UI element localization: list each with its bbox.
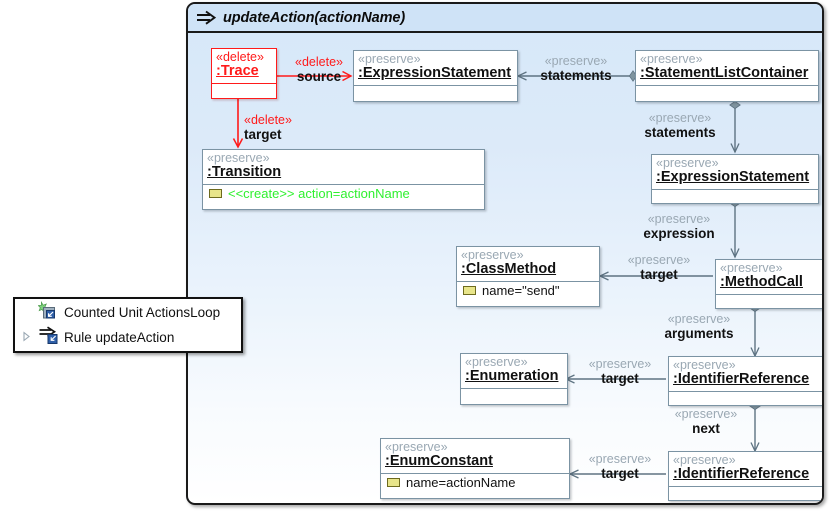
edge-name: arguments — [664, 325, 734, 341]
attribute-label: name="send" — [482, 282, 560, 298]
rule-panel: updateAction(actionName) — [186, 2, 824, 505]
node-attributes-compartment — [716, 293, 822, 311]
edge-stereotype: «preserve» — [627, 253, 691, 267]
node-attributes-compartment — [669, 485, 822, 503]
node-attributes-compartment: <<create>> action=actionName — [203, 183, 484, 202]
edge-label-identifier-target-1: «preserve» target — [572, 358, 668, 385]
attribute-label: <<create>> action=actionName — [228, 185, 410, 201]
edge-stereotype: «preserve» — [648, 111, 712, 125]
popup-item-rule[interactable]: Rule updateAction — [19, 325, 237, 350]
node-instance-name: :Transition — [207, 164, 282, 181]
node-stereotype: «preserve» — [656, 156, 719, 170]
node-attributes-compartment — [669, 390, 822, 408]
attribute-icon — [387, 477, 400, 487]
edge-name: statements — [644, 124, 716, 140]
edge-name: target — [601, 370, 639, 386]
edge-stereotype: «preserve» — [544, 54, 608, 68]
chevron-right-icon[interactable] — [21, 329, 34, 347]
node-enumeration[interactable]: «preserve» :Enumeration — [460, 353, 568, 405]
node-instance-name: :EnumConstant — [385, 453, 493, 470]
node-instance-name: :StatementListContainer — [640, 65, 809, 82]
edge-name: target — [601, 465, 639, 481]
edge-label-arguments: «preserve» arguments — [649, 313, 749, 340]
tree-popup[interactable]: Counted Unit ActionsLoop Rule updateActi… — [13, 297, 243, 353]
edge-name: next — [692, 420, 720, 436]
rule-panel-header: updateAction(actionName) — [188, 4, 822, 33]
node-instance-name: :ExpressionStatement — [358, 65, 512, 82]
attribute-label: name=actionName — [406, 474, 516, 490]
edge-name: target — [640, 266, 678, 282]
node-stereotype: «preserve» — [640, 52, 703, 66]
edge-label-method-call-target: «preserve» target — [609, 254, 709, 281]
node-stereotype: «preserve» — [720, 261, 783, 275]
edge-stereotype: «preserve» — [667, 312, 731, 326]
node-instance-name: :IdentifierReference — [673, 371, 810, 388]
double-arrow-icon — [195, 9, 217, 27]
edge-label-statements-2: «preserve» statements — [632, 112, 728, 139]
node-stereotype: «preserve» — [207, 151, 270, 165]
edge-name: expression — [643, 225, 715, 241]
edge-label-trace-target: «delete» target — [244, 114, 324, 141]
node-attributes-compartment — [461, 387, 567, 405]
node-attributes-compartment — [212, 82, 276, 100]
node-attributes-compartment: name="send" — [457, 280, 599, 299]
node-stereotype: «preserve» — [673, 358, 736, 372]
node-class-method[interactable]: «preserve» :ClassMethod name="send" — [456, 246, 600, 307]
node-expression-statement-2[interactable]: «preserve» :ExpressionStatement — [651, 154, 819, 204]
node-transition[interactable]: «preserve» :Transition <<create>> action… — [202, 149, 485, 210]
edge-name: source — [296, 68, 342, 84]
edge-stereotype: «delete» — [244, 113, 292, 127]
node-stereotype: «delete» — [216, 50, 264, 64]
node-instance-name: :IdentifierReference — [673, 466, 810, 483]
edge-label-expression: «preserve» expression — [631, 213, 727, 240]
node-attributes-compartment — [636, 84, 818, 102]
edge-stereotype: «preserve» — [588, 357, 652, 371]
edge-label-next: «preserve» next — [658, 408, 754, 435]
edge-label-trace-source: «delete» source — [284, 56, 354, 83]
node-attributes-compartment — [354, 84, 517, 102]
node-instance-name: :Enumeration — [465, 368, 559, 385]
node-trace[interactable]: «delete» :Trace — [211, 48, 277, 99]
node-instance-name: :MethodCall — [720, 274, 803, 291]
page-title: updateAction(actionName) — [223, 9, 406, 26]
node-instance-name: :Trace — [216, 63, 259, 80]
node-expression-statement-1[interactable]: «preserve» :ExpressionStatement — [353, 50, 518, 102]
node-instance-name: :ClassMethod — [461, 261, 557, 278]
popup-item-label: Rule updateAction — [64, 330, 175, 345]
edge-stereotype: «preserve» — [588, 452, 652, 466]
node-stereotype: «preserve» — [461, 248, 524, 262]
node-enum-constant[interactable]: «preserve» :EnumConstant name=actionName — [380, 438, 570, 499]
counted-unit-icon — [37, 300, 60, 325]
node-instance-name: :ExpressionStatement — [656, 169, 810, 186]
node-attributes-compartment: name=actionName — [381, 472, 569, 491]
node-identifier-reference-1[interactable]: «preserve» :IdentifierReference — [668, 356, 822, 408]
popup-item-label: Counted Unit ActionsLoop — [64, 305, 221, 320]
node-attributes-compartment — [652, 188, 818, 206]
node-stereotype: «preserve» — [673, 453, 736, 467]
edge-label-statements-1: «preserve» statements — [521, 55, 631, 82]
attribute-icon — [463, 285, 476, 295]
edge-stereotype: «preserve» — [674, 407, 738, 421]
popup-item-counted-unit[interactable]: Counted Unit ActionsLoop — [19, 300, 237, 325]
node-stereotype: «preserve» — [385, 440, 448, 454]
node-stereotype: «preserve» — [358, 52, 421, 66]
node-stereotype: «preserve» — [465, 355, 528, 369]
rule-icon — [38, 325, 60, 350]
edge-name: target — [244, 126, 282, 142]
edge-name: statements — [540, 67, 612, 83]
edge-label-identifier-target-2: «preserve» target — [572, 453, 668, 480]
node-identifier-reference-2[interactable]: «preserve» :IdentifierReference — [668, 451, 822, 503]
edge-stereotype: «preserve» — [647, 212, 711, 226]
edge-stereotype: «delete» — [295, 55, 343, 69]
attribute-icon — [209, 188, 222, 198]
node-statement-list-container[interactable]: «preserve» :StatementListContainer — [635, 50, 819, 102]
node-method-call[interactable]: «preserve» :MethodCall — [715, 259, 822, 311]
